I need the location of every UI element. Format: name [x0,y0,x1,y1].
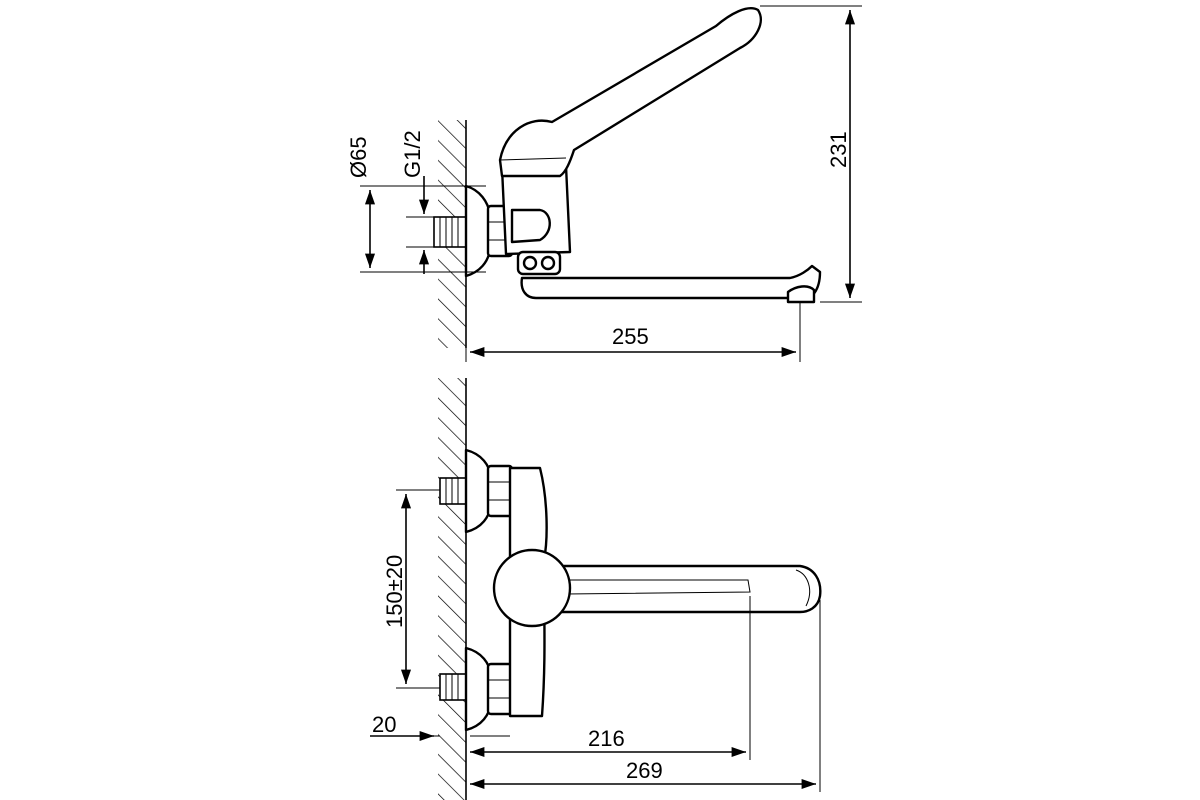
dim-label-255: 255 [612,324,649,349]
cartridge-top [510,208,551,244]
side-view: Ø65 G1/2 231 255 [346,5,862,362]
swivel-knobs-top [516,250,562,276]
wall-bottom [438,378,467,800]
dim-label-d65: Ø65 [346,136,371,178]
dim-label-269: 269 [626,758,663,783]
inlet-thread-top [433,216,467,248]
hex-nut-lower [486,662,514,716]
plan-view: 150±20 20 216 269 [370,378,822,800]
flange-top [464,184,492,278]
lever-handle-top [498,7,763,178]
dim-label-216: 216 [588,726,625,751]
flange-lower [464,646,492,732]
spout-plan [558,564,822,614]
aerator-top [786,285,816,304]
hex-nut-upper [486,464,514,518]
cartridge-cap-plan [492,548,572,628]
spout-top [520,264,822,302]
inlet-thread-upper [439,477,467,505]
flange-upper [464,448,492,534]
inlet-thread-lower [439,673,467,701]
dim-label-150: 150±20 [382,555,407,628]
dim-label-231: 231 [826,131,851,168]
dim-label-g12: G1/2 [400,130,425,178]
dim-label-20: 20 [372,712,396,737]
